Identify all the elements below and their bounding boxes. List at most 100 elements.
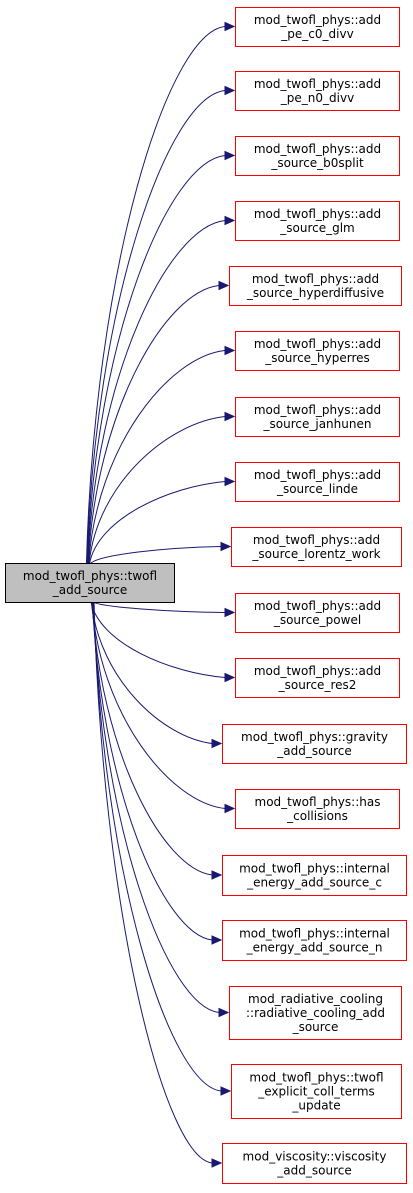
node-box — [235, 789, 400, 829]
node-label-line: mod_twofl_phys::add — [254, 77, 381, 91]
node-label-line: mod_twofl_phys::add — [252, 272, 379, 286]
call-edge — [90, 600, 226, 678]
call-edge — [92, 600, 220, 1013]
arrowhead-icon — [224, 411, 236, 422]
arrowhead-icon — [224, 21, 236, 32]
node-label-line: _source_res2 — [278, 678, 357, 692]
node-box — [235, 658, 400, 698]
root-node[interactable]: mod_twofl_phys::twofl_add_source — [5, 563, 175, 603]
node-label-line: mod_twofl_phys::add — [254, 142, 381, 156]
arrowhead-icon — [211, 738, 223, 749]
callee-node[interactable]: mod_twofl_phys::add_source_glm — [235, 201, 400, 241]
call-edge — [87, 285, 220, 565]
call-edge — [90, 600, 226, 613]
root-node-box — [5, 563, 175, 603]
arrowhead-icon — [224, 607, 236, 618]
node-box — [235, 7, 400, 47]
node-label-line: _source_linde — [276, 482, 358, 496]
node-label-line: mod_twofl_phys::add — [253, 533, 380, 547]
node-box — [222, 724, 407, 764]
node-label-line: mod_radiative_cooling — [248, 992, 383, 1006]
node-label-line: _update — [291, 1099, 340, 1113]
node-label-line: _source — [292, 1020, 339, 1034]
node-label-line: mod_twofl_phys::add — [254, 468, 381, 482]
node-label-line: mod_twofl_phys::add — [254, 664, 381, 678]
node-box — [235, 462, 400, 502]
call-edge — [88, 481, 226, 565]
call-edge — [92, 600, 213, 941]
arrowhead-icon — [211, 870, 223, 880]
node-label-line: mod_twofl_phys::add — [254, 337, 381, 351]
node-box — [235, 136, 400, 176]
callee-node[interactable]: mod_twofl_phys::add_source_res2 — [235, 658, 400, 698]
node-box — [231, 527, 402, 567]
node-box — [222, 920, 407, 961]
node-label-line: _source_hyperdiffusive — [246, 286, 384, 300]
call-edge — [86, 155, 226, 565]
node-label-line: _source_lorentz_work — [251, 547, 380, 561]
callee-node[interactable]: mod_twofl_phys::internal_energy_add_sour… — [222, 855, 407, 896]
arrowhead-icon — [218, 280, 230, 291]
callee-node[interactable]: mod_twofl_phys::add_source_lorentz_work — [231, 527, 402, 567]
callee-node[interactable]: mod_twofl_phys::add_source_hyperdiffusiv… — [229, 266, 402, 306]
call-edge — [85, 26, 226, 565]
node-label-line: _source_glm — [279, 221, 355, 235]
node-box — [231, 1064, 402, 1119]
node-label-line: mod_twofl_phys::internal — [239, 927, 390, 941]
callee-node[interactable]: mod_viscosity::viscosity_add_source — [222, 1143, 407, 1184]
callee-node[interactable]: mod_twofl_phys::gravity_add_source — [222, 724, 407, 764]
node-label-line: _source_janhunen — [263, 417, 372, 431]
node-label-line: _add_source — [276, 744, 351, 758]
callee-node[interactable]: mod_twofl_phys::twofl_explicit_coll_term… — [231, 1064, 402, 1119]
node-label-line: _collisions — [286, 809, 348, 823]
node-box — [222, 855, 407, 896]
node-label-line: mod_twofl_phys::twofl — [249, 1071, 383, 1085]
call-edge — [87, 220, 226, 565]
arrowhead-icon — [211, 1158, 223, 1168]
node-label-line: mod_twofl_phys::add — [254, 599, 381, 613]
arrowhead-icon — [224, 345, 236, 356]
node-box — [235, 593, 400, 633]
arrowhead-icon — [224, 803, 236, 814]
node-box — [229, 266, 402, 306]
call-edge — [90, 600, 213, 744]
node-label-line: _source_hyperres — [264, 351, 370, 365]
node-label-line: _explicit_coll_terms — [257, 1085, 375, 1099]
arrowhead-icon — [211, 935, 223, 945]
arrowhead-icon — [224, 672, 236, 683]
call-edge — [93, 600, 222, 1092]
node-label-line: _source_powel — [273, 613, 361, 627]
call-edge — [89, 546, 222, 565]
callee-node[interactable]: mod_twofl_phys::internal_energy_add_sour… — [222, 920, 407, 961]
call-edge — [93, 600, 213, 1164]
arrowhead-icon — [224, 476, 236, 487]
node-label-line: _source_b0split — [270, 156, 364, 170]
call-edge — [86, 90, 226, 565]
arrowhead-icon — [220, 1086, 232, 1096]
node-label-line: mod_twofl_phys::add — [254, 207, 381, 221]
node-label-line: _add_source — [276, 1164, 351, 1178]
node-label-line: mod_twofl_phys::gravity — [241, 730, 388, 744]
arrowhead-icon — [224, 150, 236, 161]
node-label-line: mod_twofl_phys::internal — [239, 862, 390, 876]
node-box — [235, 71, 400, 111]
callee-node[interactable]: mod_twofl_phys::has_collisions — [235, 789, 400, 829]
node-box — [222, 1143, 407, 1184]
callee-node[interactable]: mod_twofl_phys::add_pe_n0_divv — [235, 71, 400, 111]
node-label-line: mod_viscosity::viscosity — [243, 1150, 387, 1164]
callee-node[interactable]: mod_twofl_phys::add_source_powel — [235, 593, 400, 633]
call-edge — [91, 600, 213, 876]
edges — [85, 21, 236, 1168]
node-box — [235, 201, 400, 241]
node-box — [235, 331, 400, 371]
call-edge — [88, 350, 226, 565]
callee-node[interactable]: mod_twofl_phys::add_source_hyperres — [235, 331, 400, 371]
nodes: mod_twofl_phys::twofl_add_sourcemod_twof… — [5, 7, 407, 1184]
callee-node[interactable]: mod_twofl_phys::add_source_linde — [235, 462, 400, 502]
callee-node[interactable]: mod_radiative_cooling::radiative_cooling… — [229, 986, 402, 1040]
callee-node[interactable]: mod_twofl_phys::add_pe_c0_divv — [235, 7, 400, 47]
callee-node[interactable]: mod_twofl_phys::add_source_janhunen — [235, 397, 400, 437]
node-label-line: _add_source — [52, 583, 127, 597]
callee-node[interactable]: mod_twofl_phys::add_source_b0split — [235, 136, 400, 176]
